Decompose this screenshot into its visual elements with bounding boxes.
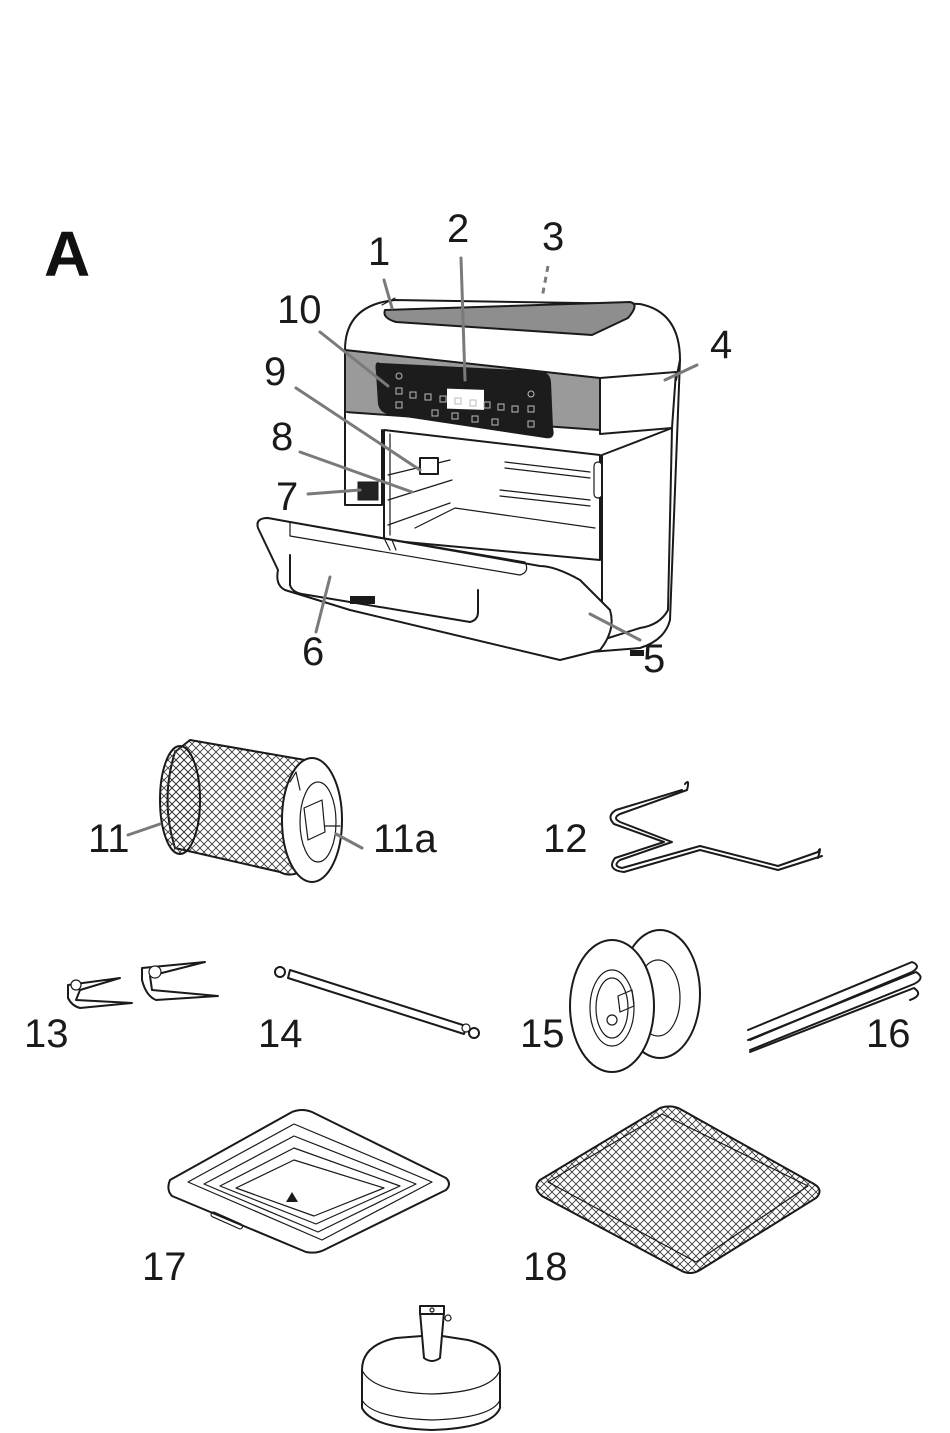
stand-base-icon <box>361 1305 501 1431</box>
leader-10 <box>318 330 390 388</box>
rotating-basket-icon <box>159 738 343 883</box>
foot-icon <box>630 650 644 656</box>
preset-button-icon[interactable] <box>483 401 491 409</box>
function-button-icon[interactable] <box>471 415 479 423</box>
air-fryer-oven <box>256 256 699 661</box>
leader-5 <box>588 612 642 642</box>
skewers-icon <box>747 961 922 1053</box>
function-button-icon[interactable] <box>431 409 439 417</box>
top-window-icon <box>383 301 636 336</box>
mesh-rack-icon <box>535 1105 821 1274</box>
leader-4 <box>663 363 699 382</box>
preset-button-icon[interactable] <box>409 391 417 399</box>
lid-edge-icon <box>381 297 396 306</box>
oven-cavity <box>383 429 601 561</box>
leader-9 <box>294 386 422 472</box>
door-handle-icon <box>289 554 479 623</box>
control-buttons <box>395 372 535 428</box>
display-screen-icon <box>447 388 484 410</box>
callout-9: 9 <box>264 350 286 394</box>
preset-button-icon[interactable] <box>511 405 519 413</box>
callout-13: 13 <box>24 1012 69 1056</box>
callout-6: 6 <box>302 630 324 674</box>
removal-tool-icon <box>609 781 823 873</box>
callout-3: 3 <box>542 215 564 259</box>
light-button-icon[interactable] <box>527 390 535 398</box>
preset-button-icon[interactable] <box>424 393 432 401</box>
leader-1 <box>382 278 394 310</box>
callout-5: 5 <box>643 637 665 681</box>
callout-11a: 11a <box>373 817 438 861</box>
warning-triangle-icon <box>286 1192 298 1202</box>
rotisserie-holder-icon <box>419 457 439 475</box>
leader-8 <box>298 450 414 494</box>
preset-button-icon[interactable] <box>439 395 447 403</box>
leader-11 <box>126 822 162 837</box>
callout-1: 1 <box>368 230 390 274</box>
drip-tray-icon <box>167 1109 450 1254</box>
housing-lower-right <box>601 427 673 641</box>
rotate-button-icon[interactable] <box>527 405 535 413</box>
preset-button-icon[interactable] <box>454 397 462 405</box>
leader-11a <box>334 832 364 850</box>
heating-slot <box>499 489 591 507</box>
leader-3 <box>540 265 550 299</box>
leader-7 <box>306 488 362 496</box>
function-button-icon[interactable] <box>451 412 459 420</box>
callout-10: 10 <box>277 288 322 332</box>
control-button-icon[interactable] <box>395 387 403 395</box>
power-button-icon[interactable] <box>395 372 403 380</box>
door-top-rail <box>289 521 528 576</box>
callout-11: 11 <box>88 817 130 861</box>
cavity-floor <box>414 507 596 529</box>
minus-button-icon[interactable] <box>395 401 403 409</box>
rotisserie-spit-icon <box>274 966 480 1039</box>
callout-4: 4 <box>710 323 732 367</box>
callout-7: 7 <box>276 475 298 519</box>
callout-17: 17 <box>142 1245 187 1289</box>
section-label: A <box>44 218 90 290</box>
plus-button-icon[interactable] <box>527 420 535 428</box>
callout-15: 15 <box>520 1012 565 1056</box>
callout-14: 14 <box>258 1012 303 1056</box>
callout-2: 2 <box>447 207 469 251</box>
callout-8: 8 <box>271 415 293 459</box>
preset-button-icon[interactable] <box>497 403 505 411</box>
leader-2 <box>459 256 467 382</box>
callout-18: 18 <box>523 1245 568 1289</box>
rotisserie-forks-icon <box>67 961 219 1009</box>
rotisserie-wheels-icon <box>569 929 701 1073</box>
heating-slot <box>504 461 591 479</box>
leader-6 <box>314 575 332 634</box>
door-clip <box>384 539 397 551</box>
door-light-icon <box>593 461 603 499</box>
preset-button-icon[interactable] <box>469 399 477 407</box>
foot-icon <box>350 596 375 604</box>
function-button-icon[interactable] <box>491 418 499 426</box>
callout-16: 16 <box>866 1012 911 1056</box>
callout-12: 12 <box>543 817 588 861</box>
